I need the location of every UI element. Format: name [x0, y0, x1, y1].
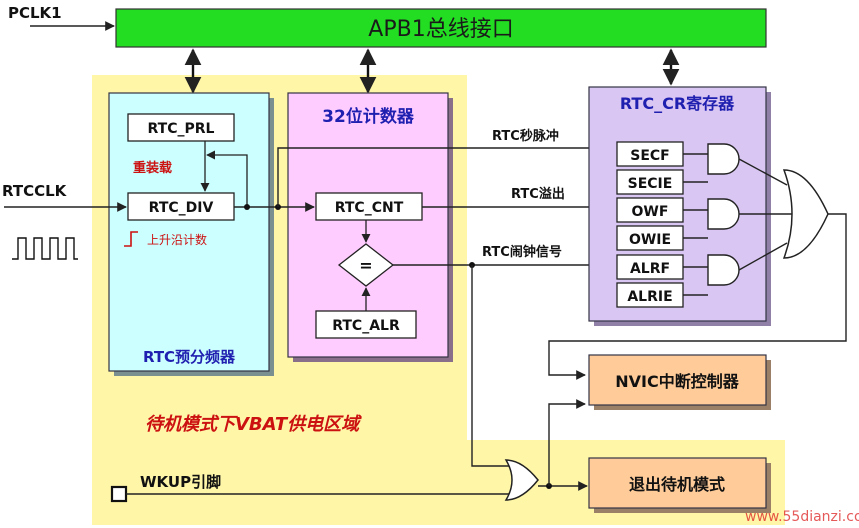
pclk1-label: PCLK1 [8, 4, 62, 22]
junction-dot [244, 204, 250, 210]
wkup-label: WKUP引脚 [140, 473, 221, 491]
clock-waveform-icon [12, 237, 78, 260]
nvic-label: NVIC中断控制器 [615, 372, 739, 391]
reload-label: 重装载 [133, 160, 172, 176]
rtc-prl-box [127, 113, 235, 142]
vbat-region-label: 待机模式下VBAT供电区域 [145, 414, 362, 435]
reg-owf-label: OWF [632, 204, 669, 220]
overflow-label: RTC溢出 [511, 186, 565, 202]
reg-secie-label: SECIE [628, 176, 673, 192]
exit-standby-label: 退出待机模式 [629, 475, 725, 494]
and-gate-overflow [707, 198, 740, 230]
alarm-to-exit-wire [471, 265, 510, 467]
or-to-nvic-wire [548, 213, 847, 380]
apb1-bus-label: APB1总线接口 [368, 17, 513, 42]
reg-owf-box [616, 197, 684, 223]
rising-edge-icon [124, 231, 138, 247]
comparator-diamond [337, 243, 395, 287]
or-gate-wakeup [504, 459, 539, 501]
comparator-symbol: = [359, 256, 372, 275]
reg-alrie-label: ALRIE [627, 289, 672, 305]
div-feedback-wire [206, 150, 248, 207]
and-gate-second [707, 143, 740, 175]
rtc-div-label: RTC_DIV [149, 200, 214, 216]
rising-edge-label: 上升沿计数 [147, 232, 207, 247]
rtc-prl-label: RTC_PRL [148, 121, 215, 137]
counter-title: 32位计数器 [322, 106, 415, 127]
reg-alrf-box [616, 254, 684, 280]
reg-alrf-label: ALRF [630, 261, 670, 277]
alarm-label: RTC闹钟信号 [482, 244, 562, 260]
nvic-block [588, 354, 767, 406]
wkup-pin-icon [110, 485, 128, 503]
rtcclk-label: RTCCLK [2, 182, 68, 200]
cr-register-list: SECF SECIE OWF OWIE ALRF ALRIE [616, 141, 684, 308]
reg-secie-box [616, 169, 684, 195]
apb1-bus [115, 8, 767, 48]
exit-standby-block [588, 457, 767, 509]
second-pulse-wire [277, 143, 617, 207]
rtc-alr-label: RTC_ALR [332, 318, 400, 334]
reg-owie-label: OWIE [629, 232, 671, 248]
rtc-cnt-label: RTC_CNT [335, 200, 404, 216]
prescaler-caption: RTC预分频器 [143, 348, 236, 366]
cr-title: RTC_CR寄存器 [620, 94, 735, 113]
rtc-cnt-box [315, 192, 423, 221]
reg-owie-box [616, 225, 684, 251]
watermark: www.55dianzi.com [745, 509, 859, 525]
second-pulse-label: RTC秒脉冲 [492, 128, 559, 144]
reg-secf-label: SECF [630, 148, 669, 164]
wakeup-to-nvic-wire [548, 399, 586, 486]
or-gate-interrupt [782, 169, 829, 259]
and-gates [683, 143, 740, 296]
and-gate-alarm [707, 254, 740, 286]
rtc-alr-box [315, 310, 417, 339]
